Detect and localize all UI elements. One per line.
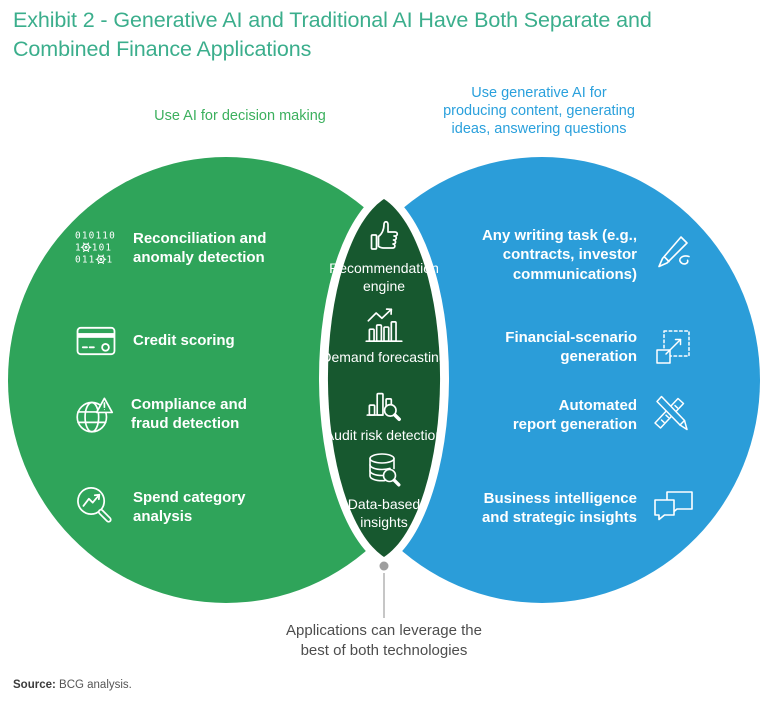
pen-icon [650,231,696,279]
source-label: Source: [13,679,56,691]
svg-text:010110: 010110 [75,231,116,242]
ruler-pencil-icon [650,391,696,439]
bar-chart-magnifier-icon [361,380,407,424]
list-item-label: Spend category analysis [133,488,246,525]
left-circle-label: Use AI for decision making [154,108,326,124]
right-circle-label: Use generative AI for producing content,… [443,85,635,138]
list-item-label: Recommendation engine [329,260,439,294]
overlap-leaf [327,199,441,557]
source-text: BCG analysis. [55,679,132,691]
svg-text:1: 1 [106,255,113,266]
list-item: Financial-scenario generation [452,323,696,371]
svg-text:1: 1 [75,243,82,254]
list-item-label: Financial-scenario generation [505,328,637,365]
svg-text:101: 101 [92,243,112,254]
speech-bubbles-icon [650,487,696,529]
list-item-label: Credit scoring [133,332,235,350]
list-item: Automated report generation [452,391,696,439]
list-item-label: Demand forecasting [321,349,447,365]
list-item: Demand forecasting [299,304,469,367]
list-item-label: Automated report generation [512,396,637,433]
list-item-label: Business intelligence and strategic insi… [481,489,637,526]
list-item-label: Data-based insights [347,496,421,530]
exhibit-title: Exhibit 2 - Generative AI and Traditiona… [13,8,652,61]
list-item-label: Reconciliation and anomaly detection [133,230,267,267]
bar-chart-growth-icon [361,304,407,346]
list-item-label: Audit risk detection [324,427,444,443]
list-item-label: Any writing task (e.g., contracts, inves… [481,227,637,283]
list-item: Data-based insights [299,449,469,531]
list-item: Credit scoring [74,322,315,360]
list-item: Spend category analysis [74,484,315,530]
list-item-label: Compliance and fraud detection [131,395,247,432]
overlap-annotation: Applications can leverage the best of bo… [286,622,482,660]
list-item: Audit risk detection [299,380,469,445]
binary-gears-icon: 010110 1 101 011 1 [74,229,118,267]
database-magnifier-icon [362,449,406,493]
list-item: 010110 1 101 011 1 Reconciliation and an… [74,229,315,267]
thumbs-up-icon [363,213,405,257]
scenario-expand-icon [650,323,696,371]
list-item: Any writing task (e.g., contracts, inves… [452,224,696,286]
source-line: Source: BCG analysis. [13,679,132,691]
magnifier-trend-icon [74,484,118,530]
list-item: Compliance and fraud detection [74,391,313,437]
globe-alert-icon [74,391,116,437]
list-item: Business intelligence and strategic insi… [452,484,696,532]
svg-text:011: 011 [75,255,95,266]
list-item: Recommendation engine [299,213,469,295]
credit-card-icon [74,322,118,360]
connector-dot [379,561,389,571]
